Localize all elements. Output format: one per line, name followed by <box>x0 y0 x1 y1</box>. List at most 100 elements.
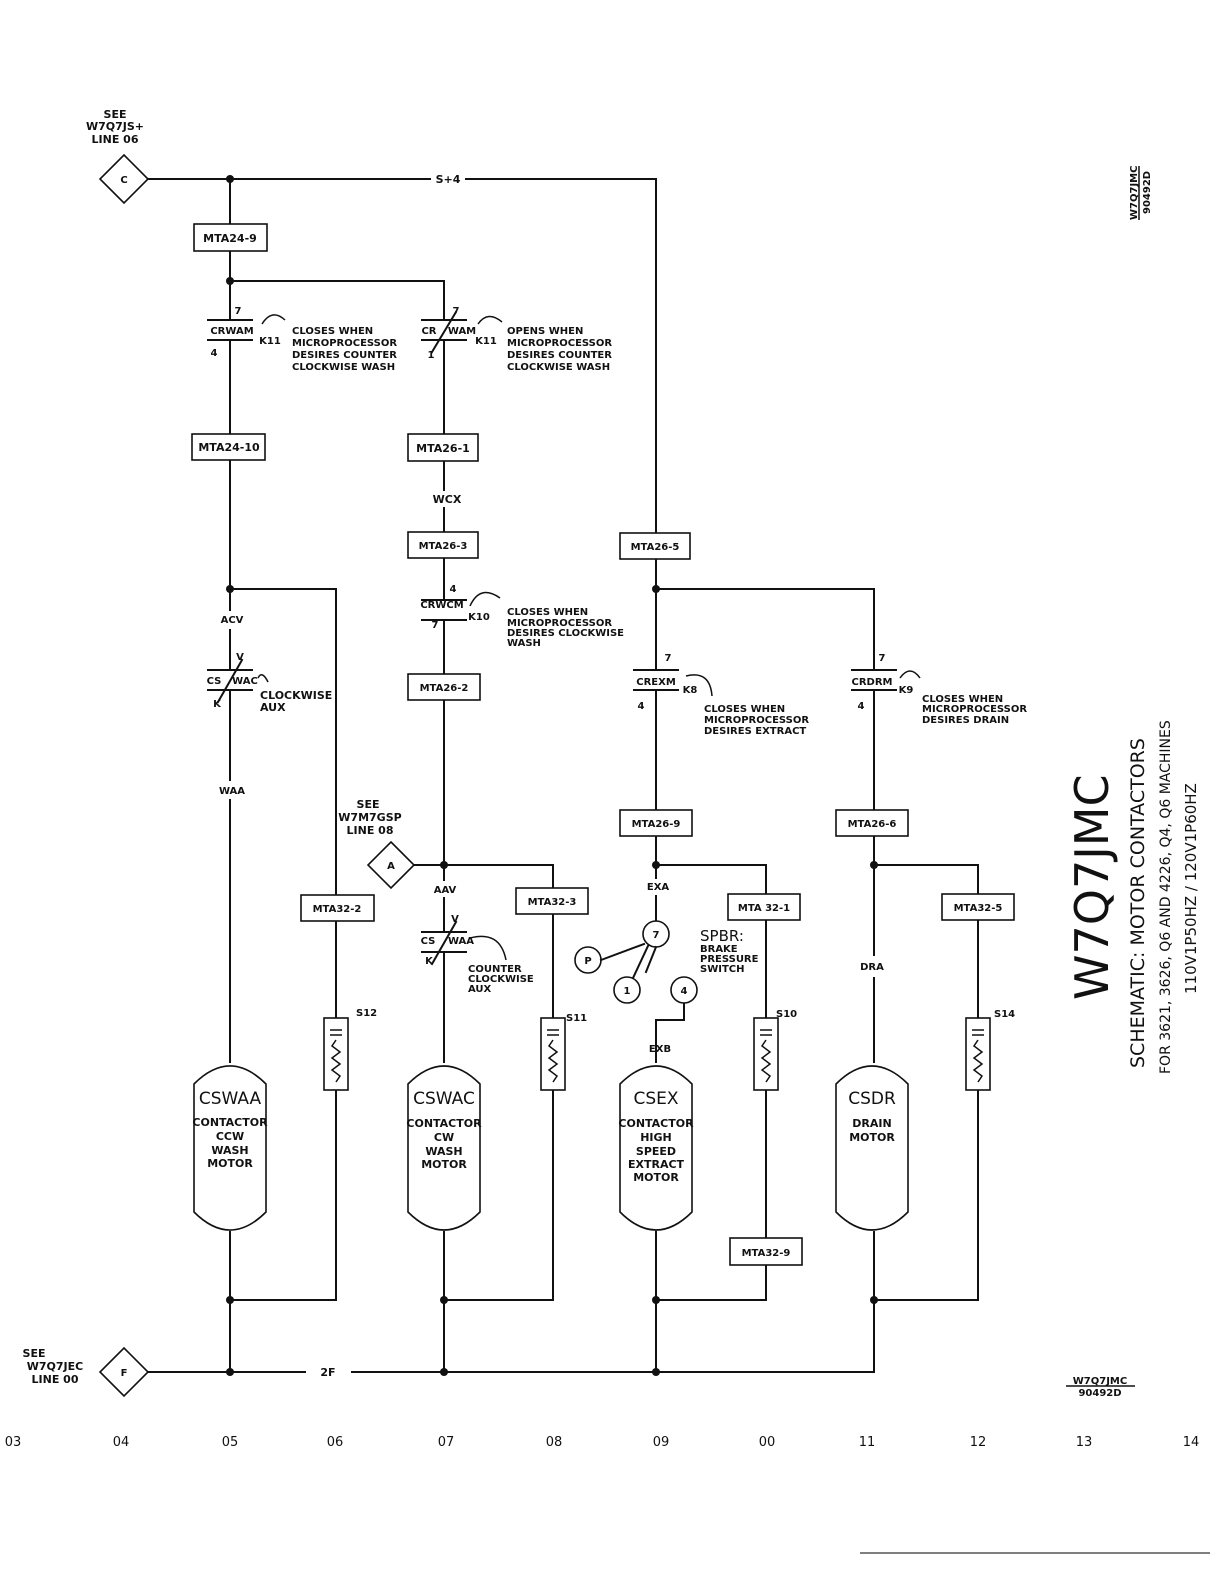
svg-text:13: 13 <box>1076 1435 1093 1450</box>
svg-text:S10: S10 <box>776 1009 797 1020</box>
svg-text:CLOCKWISE: CLOCKWISE <box>468 974 534 985</box>
terminal-mta32-1: MTA 32-1 <box>727 893 801 921</box>
terminal-mta32-2: MTA32-2 <box>300 894 375 922</box>
svg-text:MICROPROCESSOR: MICROPROCESSOR <box>704 715 809 726</box>
contact-crexm: 7 CREXM 4 K8 CLOSES WHEN MICROPROCESSOR … <box>633 653 809 737</box>
svg-text:WASH: WASH <box>425 1145 462 1158</box>
svg-text:MTA26-3: MTA26-3 <box>419 541 468 552</box>
svg-text:CLOSES WHEN: CLOSES WHEN <box>507 607 588 618</box>
ref-sheet-label: W7M7GSP <box>338 811 401 824</box>
ref-line-label: LINE 06 <box>92 133 139 146</box>
svg-text:14: 14 <box>1183 1435 1200 1450</box>
contact-crwcm: 4 CRWCM 7 K10 CLOSES WHEN MICROPROCESSOR… <box>420 584 624 649</box>
connector-f-label: F <box>121 1368 128 1379</box>
svg-text:CLOSES WHEN: CLOSES WHEN <box>704 704 785 715</box>
svg-text:CONTACTOR: CONTACTOR <box>406 1117 482 1130</box>
wire-label-dra: DRA <box>860 962 884 973</box>
svg-text:1: 1 <box>428 350 435 361</box>
svg-text:S11: S11 <box>566 1013 587 1024</box>
svg-text:COUNTER: COUNTER <box>468 964 522 975</box>
svg-text:K11: K11 <box>475 336 497 347</box>
column-numbers: 03 04 05 06 07 08 09 00 11 12 13 14 <box>5 1435 1200 1450</box>
drawing-power: 110V1P50HZ / 120V1P60HZ <box>1182 783 1200 994</box>
terminal-mta24-10: MTA24-10 <box>191 433 266 461</box>
svg-text:MTA32-9: MTA32-9 <box>742 1248 791 1259</box>
svg-text:7: 7 <box>879 653 886 664</box>
suppressor-s11: S11 <box>540 1013 587 1091</box>
drawing-subtitle: SCHEMATIC: MOTOR CONTACTORS <box>1127 738 1149 1068</box>
stamp-bottom-text: 90492D <box>1142 171 1153 214</box>
svg-text:CREXM: CREXM <box>636 677 676 688</box>
diamond-connector-c <box>98 153 150 205</box>
svg-text:4: 4 <box>450 584 457 595</box>
wire-label-aav: AAV <box>434 885 457 896</box>
suppressor-s14: S14 <box>965 1009 1015 1091</box>
svg-text:SPEED: SPEED <box>636 1145 676 1158</box>
contact-crdrm: 7 CRDRM 4 K9 CLOSES WHEN MICROPROCESSOR … <box>851 653 1027 726</box>
svg-text:V: V <box>236 652 244 663</box>
svg-text:4: 4 <box>858 701 865 712</box>
svg-text:HIGH: HIGH <box>640 1131 672 1144</box>
coil-name: CSWAC <box>413 1089 475 1109</box>
stamp-top-text: W7Q7JMC <box>1129 166 1140 220</box>
svg-text:DESIRES COUNTER: DESIRES COUNTER <box>507 350 612 361</box>
coil-name: CSEX <box>633 1089 678 1109</box>
suppressor-s10: S10 <box>753 1009 797 1091</box>
ref-mid: SEE W7M7GSP LINE 08 A <box>338 798 416 890</box>
arrow-icon <box>899 670 921 679</box>
wire-label-acv: ACV <box>221 615 244 626</box>
terminal-mta32-5: MTA32-5 <box>941 893 1015 921</box>
svg-text:DESIRES COUNTER: DESIRES COUNTER <box>292 350 397 361</box>
terminal-4-circle <box>670 976 698 1004</box>
svg-text:CS: CS <box>421 936 436 947</box>
diamond-connector-a <box>366 840 416 890</box>
svg-text:MTA 32-1: MTA 32-1 <box>738 903 790 914</box>
svg-text:MICROPROCESSOR: MICROPROCESSOR <box>292 338 397 349</box>
contact-crwam-no: 7 CRWAM 4 K11 CLOSES WHEN MICROPROCESSOR… <box>207 306 397 373</box>
terminal-mta26-1: MTA26-1 <box>407 433 479 462</box>
coil-cswac: CSWAC CONTACTOR CW WASH MOTOR <box>406 1065 482 1231</box>
svg-text:CLOCKWISE WASH: CLOCKWISE WASH <box>507 362 610 373</box>
svg-text:CRDRM: CRDRM <box>852 677 893 688</box>
svg-text:09: 09 <box>653 1435 670 1450</box>
svg-text:11: 11 <box>859 1435 876 1450</box>
terminal-mta26-2: MTA26-2 <box>407 673 481 701</box>
wire-label-exb: EXB <box>649 1044 671 1055</box>
coil-csex: CSEX CONTACTOR HIGH SPEED EXTRACT MOTOR <box>618 1065 694 1231</box>
corner-stamp: W7Q7JMC 90492D <box>1066 1376 1135 1399</box>
svg-text:DESIRES EXTRACT: DESIRES EXTRACT <box>704 726 806 737</box>
svg-text:05: 05 <box>222 1435 239 1450</box>
arrow-icon <box>469 935 507 961</box>
terminal-mta26-6: MTA26-6 <box>835 809 909 837</box>
svg-text:CLOCKWISE: CLOCKWISE <box>260 689 332 702</box>
svg-text:EXTRACT: EXTRACT <box>628 1158 685 1171</box>
svg-text:CLOCKWISE WASH: CLOCKWISE WASH <box>292 362 395 373</box>
svg-text:MTA26-2: MTA26-2 <box>420 683 469 694</box>
svg-text:K: K <box>425 956 434 967</box>
coil-name: CSWAA <box>199 1089 262 1109</box>
svg-text:WAA: WAA <box>448 936 474 947</box>
arrow-icon <box>477 315 503 325</box>
svg-text:DESIRES DRAIN: DESIRES DRAIN <box>922 715 1009 726</box>
connector-c-label: C <box>120 175 127 186</box>
svg-text:AUX: AUX <box>260 701 286 714</box>
wire-labels: S+4 2F WCX ACV WAA AAV EXA EXB DRA <box>219 173 884 1379</box>
svg-text:MTA24-10: MTA24-10 <box>198 441 260 454</box>
svg-text:MTA26-5: MTA26-5 <box>631 542 680 553</box>
svg-text:7: 7 <box>235 306 242 317</box>
coil-name: CSDR <box>848 1089 896 1109</box>
svg-text:WASH: WASH <box>211 1144 248 1157</box>
svg-text:CS: CS <box>207 676 222 687</box>
ref-sheet-label: W7Q7JEC <box>27 1360 83 1373</box>
svg-text:MTA32-2: MTA32-2 <box>313 904 362 915</box>
terminal-1-circle <box>613 976 641 1004</box>
svg-text:MTA32-3: MTA32-3 <box>528 897 577 908</box>
svg-text:12: 12 <box>970 1435 987 1450</box>
arrow-icon <box>469 591 501 607</box>
svg-text:MOTOR: MOTOR <box>849 1131 895 1144</box>
svg-text:AUX: AUX <box>468 984 492 995</box>
terminal-mta26-3: MTA26-3 <box>407 531 479 559</box>
svg-text:CR: CR <box>421 326 436 337</box>
connector-a-label: A <box>387 861 395 872</box>
